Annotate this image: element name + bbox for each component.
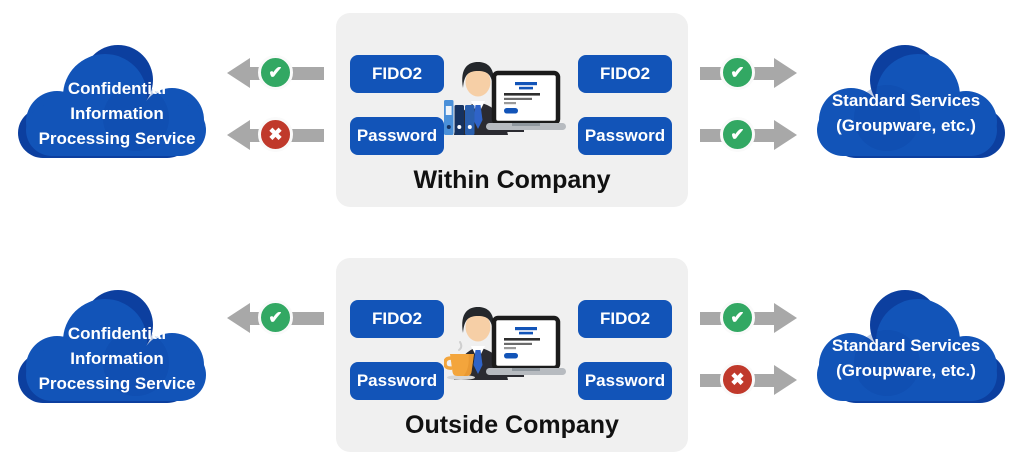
- cloud-label-line: Information: [70, 348, 164, 368]
- standard-services-label: Standard Services (Groupware, etc.): [801, 42, 1011, 164]
- check-icon: [720, 55, 755, 90]
- arrow-head: [774, 365, 797, 395]
- arrow-head: [227, 58, 250, 88]
- binders-icon: [444, 100, 475, 135]
- within-company-label: Within Company: [413, 166, 611, 194]
- check-icon: [720, 117, 755, 152]
- arrow-password-to-standard-outside: [700, 362, 797, 397]
- arrow-head: [774, 58, 797, 88]
- password-badge: Password: [350, 362, 444, 400]
- within-company-panel: FIDO2 Password FIDO2 Password Within Com…: [336, 13, 688, 207]
- fido2-badge: FIDO2: [350, 55, 444, 93]
- arrow-password-to-standard-within: [700, 117, 797, 152]
- remote-worker-with-laptop-illustration: [444, 306, 572, 380]
- fido2-badge: FIDO2: [578, 55, 672, 93]
- arrow-head: [227, 120, 250, 150]
- confidential-service-cloud: Confidential Information Processing Serv…: [12, 287, 222, 409]
- arrow-head: [227, 303, 250, 333]
- cloud-label-line: (Groupware, etc.): [836, 116, 976, 135]
- arrow-fido2-to-confidential-outside: [227, 300, 324, 335]
- office-worker-with-laptop-illustration: [444, 61, 572, 135]
- coffee-cup-icon: [444, 340, 477, 380]
- standard-services-cloud: Standard Services (Groupware, etc.): [801, 287, 1011, 409]
- password-badge: Password: [578, 362, 672, 400]
- check-icon: [258, 55, 293, 90]
- check-icon: [258, 300, 293, 335]
- cloud-label-line: (Groupware, etc.): [836, 361, 976, 380]
- password-badge: Password: [578, 117, 672, 155]
- cross-icon: [720, 362, 755, 397]
- standard-services-label: Standard Services (Groupware, etc.): [801, 287, 1011, 409]
- outside-company-panel: FIDO2 Password FIDO2 Password Outside Co…: [336, 258, 688, 452]
- confidential-service-label: Confidential Information Processing Serv…: [12, 287, 222, 409]
- cloud-label-line: Standard Services: [831, 336, 981, 355]
- fido2-badge: FIDO2: [578, 300, 672, 338]
- cloud-label-line: Processing Service: [38, 128, 196, 148]
- arrow-head: [774, 120, 797, 150]
- arrow-fido2-to-standard-within: [700, 55, 797, 90]
- arrow-password-to-confidential-within: [227, 117, 324, 152]
- outside-company-label: Outside Company: [405, 411, 619, 439]
- cloud-label-line: Processing Service: [38, 373, 196, 393]
- cross-icon: [258, 117, 293, 152]
- arrow-head: [774, 303, 797, 333]
- arrow-fido2-to-standard-outside: [700, 300, 797, 335]
- cloud-label-line: Information: [70, 103, 164, 123]
- cloud-label-line: Standard Services: [831, 91, 981, 110]
- check-icon: [720, 300, 755, 335]
- fido2-badge: FIDO2: [350, 300, 444, 338]
- confidential-service-cloud: Confidential Information Processing Serv…: [12, 42, 222, 164]
- standard-services-cloud: Standard Services (Groupware, etc.): [801, 42, 1011, 164]
- password-badge: Password: [350, 117, 444, 155]
- confidential-service-label: Confidential Information Processing Serv…: [12, 42, 222, 164]
- cloud-label-line: Confidential: [67, 78, 167, 98]
- arrow-fido2-to-confidential-within: [227, 55, 324, 90]
- cloud-label-line: Confidential: [67, 323, 167, 343]
